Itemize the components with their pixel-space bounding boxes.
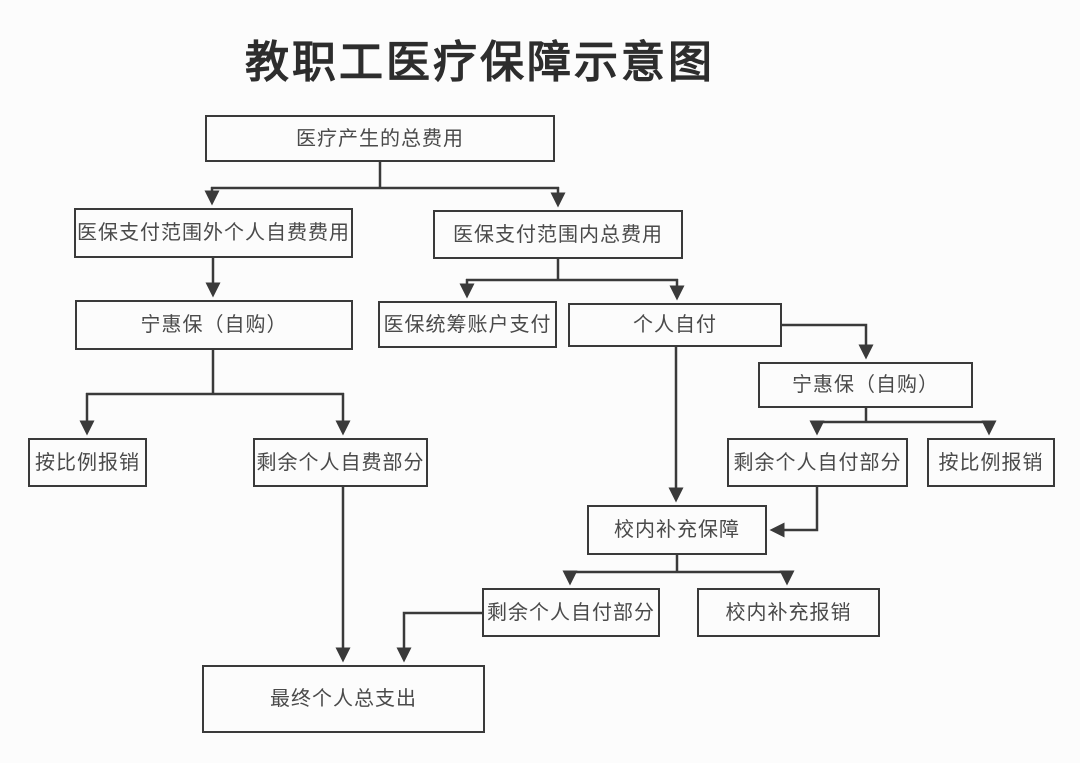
node-inside-insurance-scope: 医保支付范围内总费用: [433, 210, 683, 259]
node-remaining-self-pay-right: 剩余个人自付部分: [727, 438, 908, 487]
node-total-medical-cost: 医疗产生的总费用: [205, 115, 555, 162]
edge-right-to-campus-supplement: [769, 487, 819, 538]
edge-bottom-to-final: [396, 611, 482, 663]
edge-to-ninghuibao-right: [782, 323, 874, 360]
node-personal-self-pay: 个人自付: [568, 303, 782, 347]
node-outside-insurance-scope: 医保支付范围外个人自费费用: [74, 208, 353, 258]
node-ninghuibao-left: 宁惠保（自购）: [75, 300, 353, 350]
page-title: 教职工医疗保障示意图: [245, 38, 715, 87]
node-proportional-reimbursement-right: 按比例报销: [927, 438, 1055, 487]
node-ninghuibao-right: 宁惠保（自购）: [758, 362, 973, 408]
node-remaining-self-funded: 剩余个人自费部分: [253, 438, 428, 487]
node-proportional-reimbursement-left: 按比例报销: [28, 438, 147, 487]
node-remaining-self-pay-bottom: 剩余个人自付部分: [482, 588, 660, 637]
node-campus-supplementary-insurance: 校内补充保障: [587, 505, 767, 555]
node-campus-supplementary-reimbursement: 校内补充报销: [697, 588, 880, 637]
node-final-personal-total-expense: 最终个人总支出: [202, 665, 485, 733]
node-pooled-account-payment: 医保统筹账户支付: [378, 301, 557, 348]
